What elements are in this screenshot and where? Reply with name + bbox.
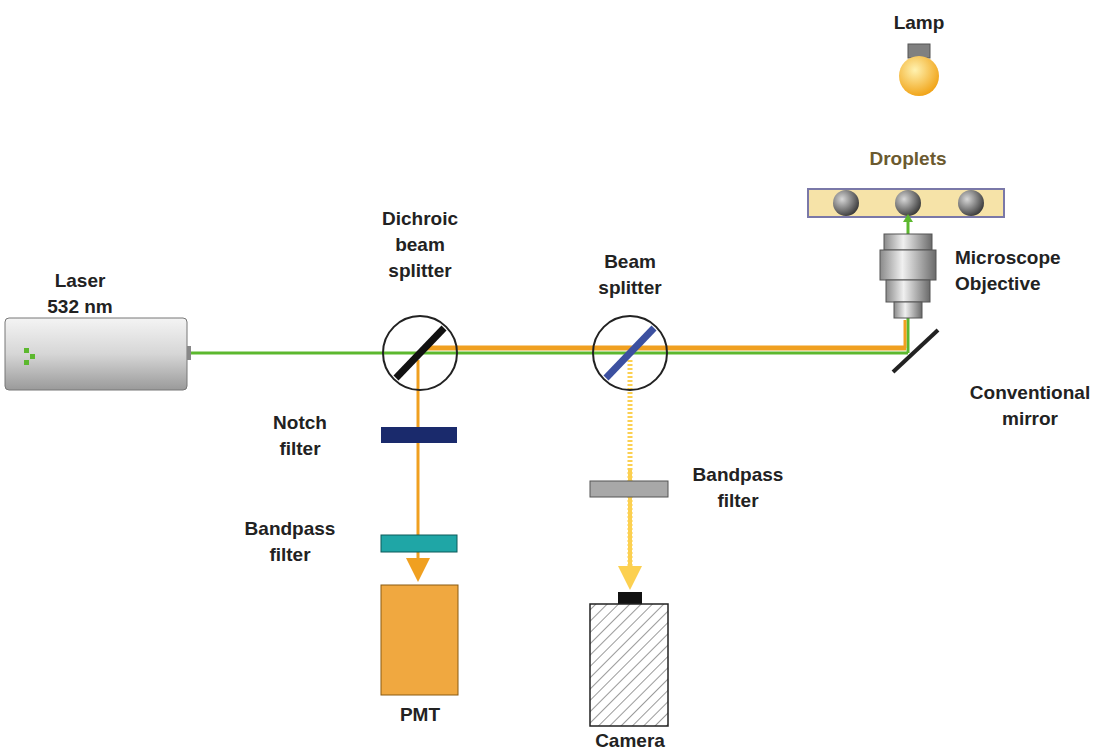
part-label: Laser 532 nm (38, 268, 123, 320)
part-label: Droplets (848, 146, 968, 172)
part-label: Bandpass filter (235, 516, 345, 568)
part-label: Conventional mirror (958, 380, 1103, 432)
part-label: Bandpass filter (683, 462, 793, 514)
part-label: Beam splitter (588, 249, 673, 301)
part-label: Dichroic beam splitter (373, 206, 468, 284)
part-label: PMT (380, 702, 460, 728)
part-label: Notch filter (260, 410, 340, 462)
part-label: Microscope Objective (955, 245, 1075, 297)
part-label: Camera (585, 728, 675, 754)
part-label: Lamp (879, 10, 959, 36)
